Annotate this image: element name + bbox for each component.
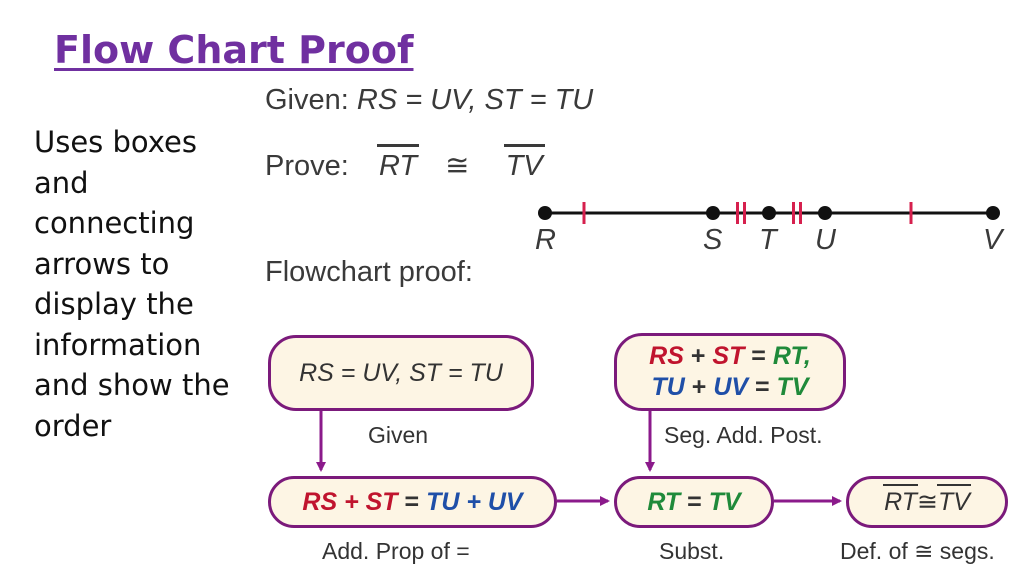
description-line: Uses boxes: [34, 125, 197, 159]
prove-segment-tv: TV: [503, 144, 545, 182]
point-label-r: R: [535, 224, 556, 256]
conclusion-text: RT≅TV: [883, 483, 971, 516]
point-label-u: U: [815, 224, 836, 256]
prove-label: Prove:: [265, 150, 349, 182]
segment-point-r: [538, 206, 552, 220]
point-label-v: V: [983, 224, 1003, 256]
reason-conclusion: Def. of ≅ segs.: [840, 538, 995, 564]
description-line: connecting: [34, 206, 195, 240]
proof-box-addition-property: RS + ST = TU + UV: [268, 476, 557, 528]
description-line: arrows to: [34, 246, 170, 281]
flowchart-label: Flowchart proof:: [265, 256, 473, 288]
reason-given: Given: [368, 422, 429, 448]
segment-points: [538, 206, 1000, 220]
given-statement: RS = UV, ST = TU: [356, 84, 594, 116]
proof-box-substitution: RT = TV: [614, 476, 774, 528]
addition-property-text: RS + ST = TU + UV: [302, 487, 523, 516]
prove-segment-rt: RT: [376, 144, 420, 182]
given-line: Given: RS = UV, ST = TU: [265, 84, 593, 117]
slide-description: Uses boxes and connecting arrows to disp…: [34, 122, 249, 446]
given-label: Given:: [265, 84, 349, 116]
slide-title: Flow Chart Proof: [54, 28, 414, 72]
congruent-symbol: ≅: [445, 150, 470, 182]
segment-point-v: [986, 206, 1000, 220]
description-line: and: [34, 165, 89, 200]
segment-addition-line-2: TU + UV = TV: [651, 373, 809, 401]
proof-box-segment-addition: RS + ST = RT, TU + UV = TV: [614, 333, 846, 411]
description-line: order: [34, 408, 112, 443]
reason-segment-addition: Seg. Add. Post.: [664, 422, 823, 448]
reason-substitution: Subst.: [659, 538, 725, 564]
proof-box-text: RS = UV, ST = TU: [299, 358, 503, 387]
segment-point-t: [762, 206, 776, 220]
point-label-s: S: [703, 224, 723, 256]
substitution-text: RT = TV: [647, 487, 741, 516]
segment-point-u: [818, 206, 832, 220]
proof-box-conclusion: RT≅TV: [846, 476, 1008, 528]
reason-addition-property: Add. Prop of =: [322, 538, 470, 564]
prove-line: Prove: RT ≅ TV: [265, 144, 545, 183]
segment-point-s: [706, 206, 720, 220]
proof-box-given: RS = UV, ST = TU: [268, 335, 534, 411]
segment-tick-marks: [582, 202, 913, 224]
description-line: and show the: [34, 368, 230, 402]
description-line: information: [34, 327, 202, 362]
point-label-t: T: [759, 224, 777, 256]
description-line: display the: [34, 287, 194, 321]
segment-addition-line-1: RS + ST = RT,: [649, 342, 811, 370]
